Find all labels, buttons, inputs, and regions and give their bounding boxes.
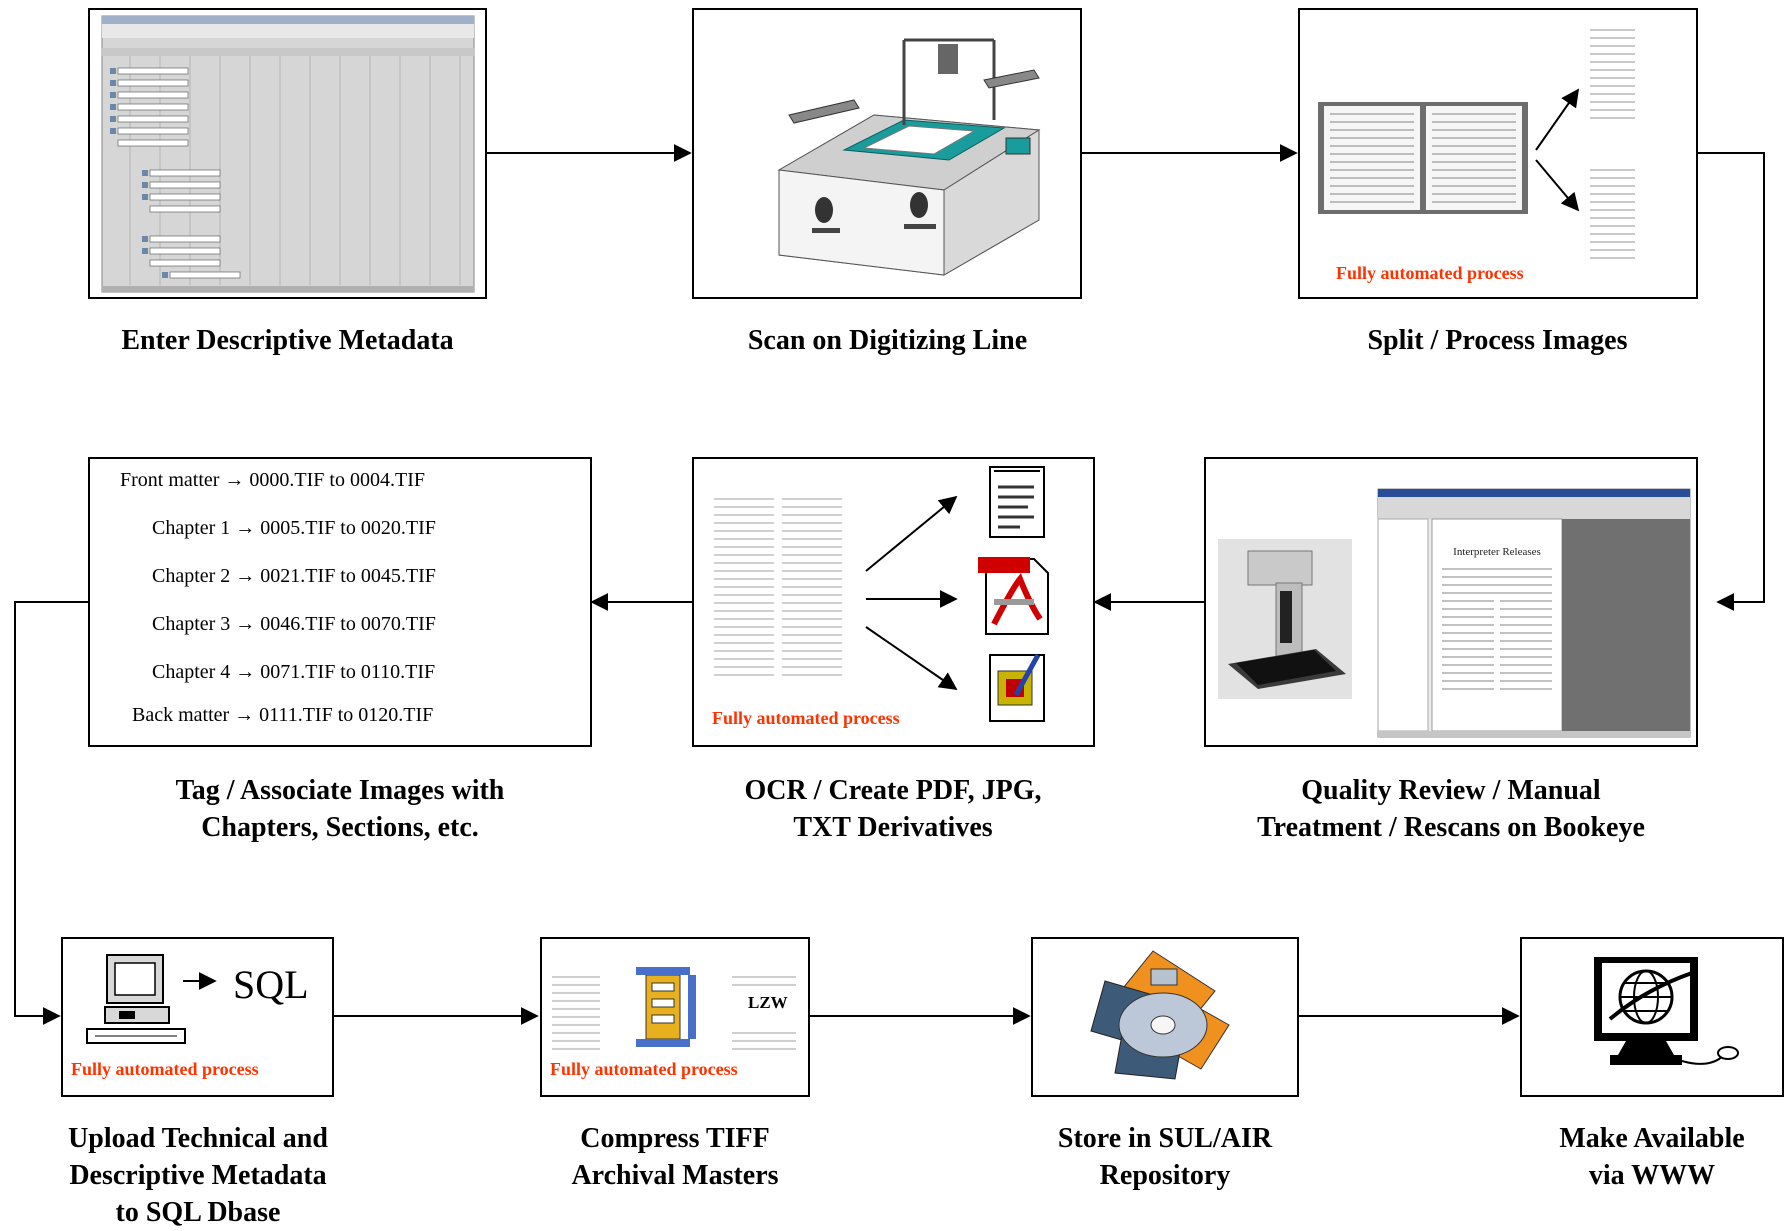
arrow-tag-to-upload [14, 601, 88, 1025]
jpg-image-icon [989, 653, 1045, 722]
zip-compress-icon [636, 967, 696, 1047]
tag-line-ch3: Chapter 3 → 0046.TIF to 0070.TIF [152, 613, 436, 635]
computer-icon [86, 954, 186, 1044]
publish-caption: Make Available via WWW [1559, 1123, 1745, 1191]
store-caption: Store in SUL/AIR Repository [1057, 1123, 1273, 1191]
lzw-label: LZW [748, 993, 788, 1012]
quality-caption: Quality Review / Manual Treatment / Resc… [1257, 775, 1645, 843]
ocr-box: Fully automated process [692, 457, 1095, 747]
tag-line-back: Back matter → 0111.TIF to 0120.TIF [132, 704, 434, 726]
quality-review-box: Interpreter Releases [1204, 457, 1698, 747]
web-computer-icon [1594, 957, 1739, 1065]
scanner-illustration [777, 38, 1041, 276]
ocr-automated-note: Fully automated process [712, 708, 900, 728]
compress-box: LZW Fully automated process [540, 937, 810, 1097]
arrow-split-to-quality [1698, 152, 1765, 611]
sql-arrow [183, 972, 217, 990]
scan-caption: Scan on Digitizing Line [747, 325, 1028, 356]
tag-line-ch1: Chapter 1 → 0005.TIF to 0020.TIF [152, 517, 436, 539]
split-box: Fully automated process [1298, 8, 1698, 299]
compress-illustration [552, 967, 796, 1050]
pdf-document-icon [978, 557, 1049, 635]
store-box [1031, 937, 1299, 1097]
tag-line-ch4: Chapter 4 → 0071.TIF to 0110.TIF [152, 661, 436, 683]
quality-review-illustration: Interpreter Releases [1218, 488, 1691, 738]
txt-document-icon [989, 466, 1045, 538]
tag-line-ch2: Chapter 2 → 0021.TIF to 0045.TIF [152, 565, 436, 587]
scanner-box [692, 8, 1082, 299]
split-automated-note: Fully automated process [1336, 263, 1524, 283]
metadata-form-screenshot [101, 15, 475, 293]
tag-line-front: Front matter → 0000.TIF to 0004.TIF [120, 469, 425, 491]
storage-disks-icon [1090, 950, 1230, 1080]
upload-automated-note: Fully automated process [71, 1059, 259, 1079]
upload-caption: Upload Technical and Descriptive Metadat… [68, 1123, 328, 1228]
upload-box: SQL Fully automated process [61, 937, 334, 1097]
tag-list-box: Front matter → 0000.TIF to 0004.TIF Chap… [88, 457, 592, 747]
publish-box [1520, 937, 1784, 1097]
split-caption: Split / Process Images [1367, 325, 1628, 356]
quality-doc-title: Interpreter Releases [1453, 546, 1541, 558]
sql-label: SQL [233, 962, 309, 1007]
tag-caption: Tag / Associate Images with Chapters, Se… [175, 775, 505, 843]
metadata-entry-box [88, 8, 487, 299]
ocr-illustration [714, 466, 1049, 722]
compress-caption: Compress TIFF Archival Masters [571, 1123, 779, 1191]
compress-automated-note: Fully automated process [550, 1059, 738, 1079]
ocr-caption: OCR / Create PDF, JPG, TXT Derivatives [744, 775, 1042, 843]
split-illustration [1318, 29, 1635, 259]
metadata-caption: Enter Descriptive Metadata [121, 325, 454, 356]
